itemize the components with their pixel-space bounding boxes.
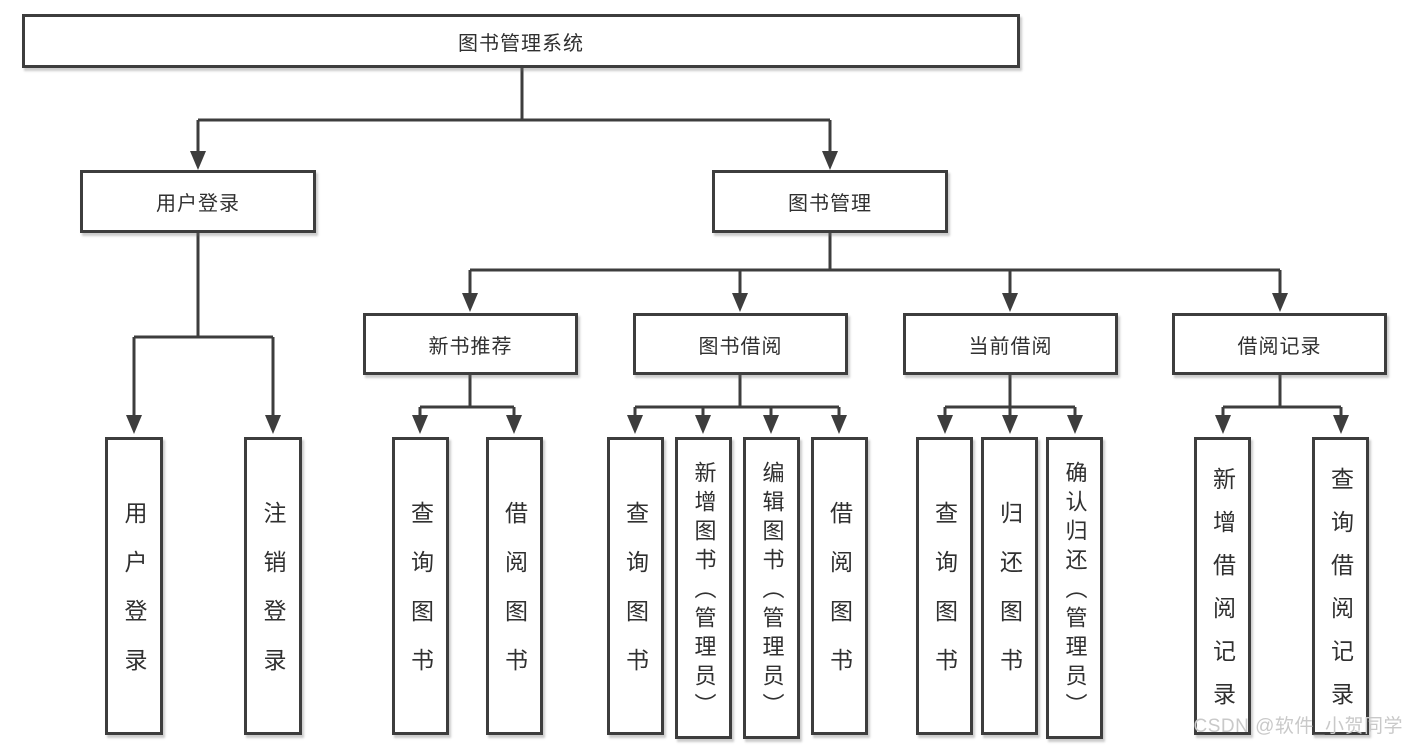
leaf-borrowing-search-books-label: 查询图书 <box>622 501 649 697</box>
node-book-management-label: 图书管理 <box>788 193 872 215</box>
leaf-records-search-record: 查询借阅记录 <box>1312 437 1369 735</box>
leaf-borrowing-borrow-books-label: 借阅图书 <box>826 501 853 697</box>
leaf-login-user-login: 用户登录 <box>105 437 163 735</box>
node-root-label: 图书管理系统 <box>458 32 584 55</box>
leaf-borrowing-borrow-books: 借阅图书 <box>811 437 868 735</box>
leaf-records-search-record-label: 查询借阅记录 <box>1327 467 1354 725</box>
node-book-borrowing: 图书借阅 <box>633 313 848 375</box>
node-book-borrowing-label: 图书借阅 <box>698 335 783 358</box>
leaf-recommend-search-books-label: 查询图书 <box>407 501 434 697</box>
leaf-login-logout-label: 注销登录 <box>260 501 286 697</box>
leaf-borrowing-add-books: 新增图书（管理员） <box>675 437 732 739</box>
leaf-current-confirm-return: 确认归还（管理员） <box>1046 437 1103 739</box>
leaf-current-return-books-label: 归还图书 <box>996 501 1023 697</box>
leaf-borrowing-edit-books-label: 编辑图书（管理员） <box>759 461 785 722</box>
leaf-recommend-search-books: 查询图书 <box>392 437 449 735</box>
leaf-login-user-login-label: 用户登录 <box>121 501 147 697</box>
leaf-current-confirm-return-label: 确认归还（管理员） <box>1062 461 1088 722</box>
node-borrowing-records-label: 借阅记录 <box>1237 335 1322 358</box>
node-new-book-recommend: 新书推荐 <box>363 313 578 375</box>
node-current-borrowing: 当前借阅 <box>903 313 1118 375</box>
leaf-current-return-books: 归还图书 <box>981 437 1038 735</box>
leaf-current-search-books: 查询图书 <box>916 437 973 735</box>
leaf-borrowing-edit-books: 编辑图书（管理员） <box>743 437 800 739</box>
leaf-borrowing-add-books-label: 新增图书（管理员） <box>691 461 717 722</box>
leaf-borrowing-search-books: 查询图书 <box>607 437 664 735</box>
node-user-login-label: 用户登录 <box>156 193 240 215</box>
leaf-records-add-record-label: 新增借阅记录 <box>1209 467 1236 725</box>
node-new-book-recommend-label: 新书推荐 <box>428 335 513 358</box>
node-borrowing-records: 借阅记录 <box>1172 313 1387 375</box>
leaf-current-search-books-label: 查询图书 <box>931 501 958 697</box>
leaf-recommend-borrow-books-label: 借阅图书 <box>501 501 528 697</box>
node-user-login: 用户登录 <box>80 170 316 233</box>
leaf-login-logout: 注销登录 <box>244 437 302 735</box>
leaf-recommend-borrow-books: 借阅图书 <box>486 437 543 735</box>
leaf-records-add-record: 新增借阅记录 <box>1194 437 1251 735</box>
node-root: 图书管理系统 <box>22 14 1020 68</box>
node-current-borrowing-label: 当前借阅 <box>968 335 1053 358</box>
node-book-management: 图书管理 <box>712 170 948 233</box>
